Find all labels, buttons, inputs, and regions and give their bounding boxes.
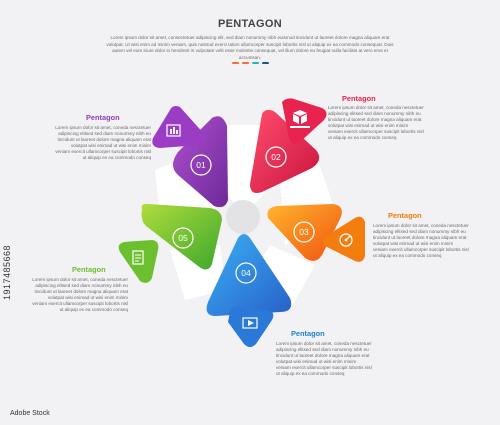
accent-dots <box>232 62 272 66</box>
page-subtitle: Lorem ipsum dolor sit amet, consectetuer… <box>106 35 394 60</box>
step-03-label: Pentagon <box>388 211 422 220</box>
segment-05-number: 05 <box>178 233 188 243</box>
film-icon <box>242 317 258 329</box>
step-05-label: Pentagon <box>72 265 106 274</box>
segment-04-badge <box>235 262 257 284</box>
segment-02-badge <box>265 146 287 168</box>
watermark-id: 1917485668 <box>2 244 12 300</box>
segment-01[interactable]: 01 <box>152 106 228 208</box>
gauge-icon <box>339 233 353 247</box>
segment-03-badge <box>293 221 315 243</box>
step-01-label: Pentagon <box>86 113 120 122</box>
segment-02[interactable]: 02 <box>250 98 327 193</box>
segment-05[interactable]: 05 <box>118 203 222 283</box>
segment-03-number: 03 <box>299 227 309 237</box>
segment-05-tab <box>118 240 159 283</box>
page-title: PENTAGON <box>218 18 282 30</box>
segment-01-tab <box>152 106 206 148</box>
segment-01-badge <box>190 154 212 176</box>
segment-05-badge <box>172 227 194 249</box>
segment-03[interactable]: 03 <box>267 204 365 262</box>
step-04-text: Lorem ipsum dolor sit amet, coneda nesct… <box>276 341 372 376</box>
segment-02-number: 02 <box>271 152 281 162</box>
box-icon <box>290 110 310 128</box>
step-02-label: Pentagon <box>342 94 376 103</box>
segment-03-tab <box>322 216 365 262</box>
step-02-text: Lorem ipsum dolor sit amet, coneda nesct… <box>328 105 424 140</box>
accent-dot-2 <box>242 62 249 65</box>
segment-04[interactable]: 04 <box>206 234 292 347</box>
step-05-text: Lorem ipsum dolor sit amet, coneda nesct… <box>32 277 128 312</box>
segment-01-number: 01 <box>196 160 206 170</box>
center-circle <box>226 200 260 234</box>
document-icon <box>132 250 144 265</box>
segment-04-tab <box>228 306 274 347</box>
segment-04-number: 04 <box>241 268 251 278</box>
accent-dot-1 <box>232 62 239 65</box>
watermark-brand: Adobe Stock <box>10 410 50 417</box>
chart-icon <box>166 124 181 137</box>
accent-dot-3 <box>252 62 259 65</box>
step-04-label: Pentagon <box>291 329 325 338</box>
step-03-text: Lorem ipsum dolor sit amet, coneda nesct… <box>373 223 469 258</box>
accent-dot-4 <box>262 62 269 65</box>
step-01-text: Lorem ipsum dolor sit amet, coneda nesct… <box>55 125 151 160</box>
